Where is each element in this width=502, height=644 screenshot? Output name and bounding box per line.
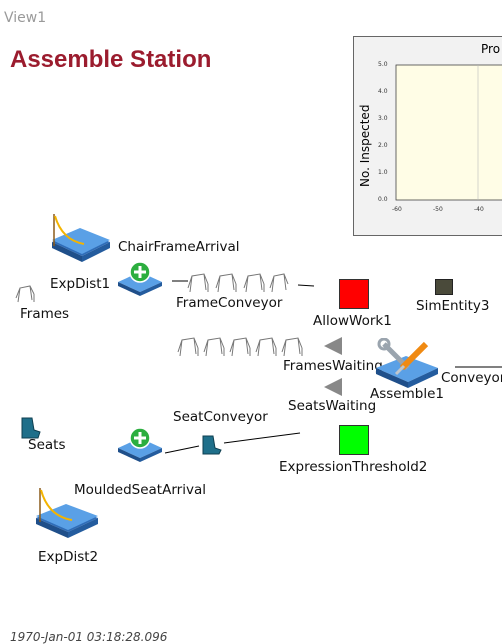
waiting-frames-icons [177,337,303,357]
expression-threshold2-label: ExpressionThreshold2 [279,459,428,475]
sim-entity3-label: SimEntity3 [416,298,490,314]
frame-entity-icon [14,284,38,308]
chair-frame-arrival-block[interactable] [116,258,164,304]
expdist2-block[interactable] [32,484,104,548]
frames-waiting-label: FramesWaiting [283,358,383,374]
assemble1-block[interactable] [372,337,442,398]
frame-conveyor-block[interactable] [186,270,298,302]
plot-title: Pro [481,42,501,56]
frames-waiting-arrow-icon [324,337,344,359]
exponential-distribution-icon [52,214,110,262]
y-tick: 3.0 [378,115,388,122]
x-tick: -60 [392,206,402,213]
y-tick: 1.0 [378,169,388,176]
y-tick: 0.0 [378,196,388,203]
moulded-seat-arrival-block[interactable] [116,424,164,470]
chair-frame-arrival-label: ChairFrameArrival [118,239,240,255]
allow-work1-label: AllowWork1 [313,313,392,329]
y-tick: 2.0 [378,142,388,149]
frame-queue-icons [187,273,289,293]
expdist1-block[interactable] [44,210,116,274]
conveyor-label: Conveyor [441,370,502,386]
seat-entity-icon [18,416,44,444]
seats-label: Seats [28,437,66,453]
frame-conveyor-label: FrameConveyor [176,295,283,311]
source-add-icon [118,261,162,296]
simulation-timestamp: 1970-Jan-01 03:18:28.096 [10,630,168,644]
source-add-icon [118,427,162,462]
seat-conveyor-block[interactable] [199,434,225,460]
y-tick: 5.0 [378,61,388,68]
sim-entity3-icon[interactable] [435,279,453,295]
y-tick: 4.0 [378,88,388,95]
frames-waiting-queue[interactable] [176,334,312,366]
assemble1-label: Assemble1 [370,386,444,402]
x-tick: -50 [433,206,443,213]
seats-waiting-arrow-icon [324,378,344,400]
expdist2-label: ExpDist2 [38,549,99,565]
x-tick: -40 [474,206,484,213]
frames-label: Frames [20,306,70,322]
expdist1-label: ExpDist1 [50,276,111,292]
allow-work1-block[interactable] [339,279,369,309]
moulded-seat-arrival-label: MouldedSeatArrival [74,482,206,498]
plot-area [395,64,502,201]
view-tab[interactable]: View1 [4,10,47,26]
expression-threshold2-block[interactable] [339,425,369,455]
seat-icon [202,435,222,455]
tools-icon [376,337,438,388]
seats-waiting-label: SeatsWaiting [288,398,377,414]
seat-conveyor-label: SeatConveyor [173,409,268,425]
exponential-distribution-icon [36,488,98,538]
page-title: Assemble Station [10,46,212,73]
inspected-plot[interactable]: Pro No. Inspected 5.0 4.0 3.0 2.0 1.0 0.… [353,36,502,236]
